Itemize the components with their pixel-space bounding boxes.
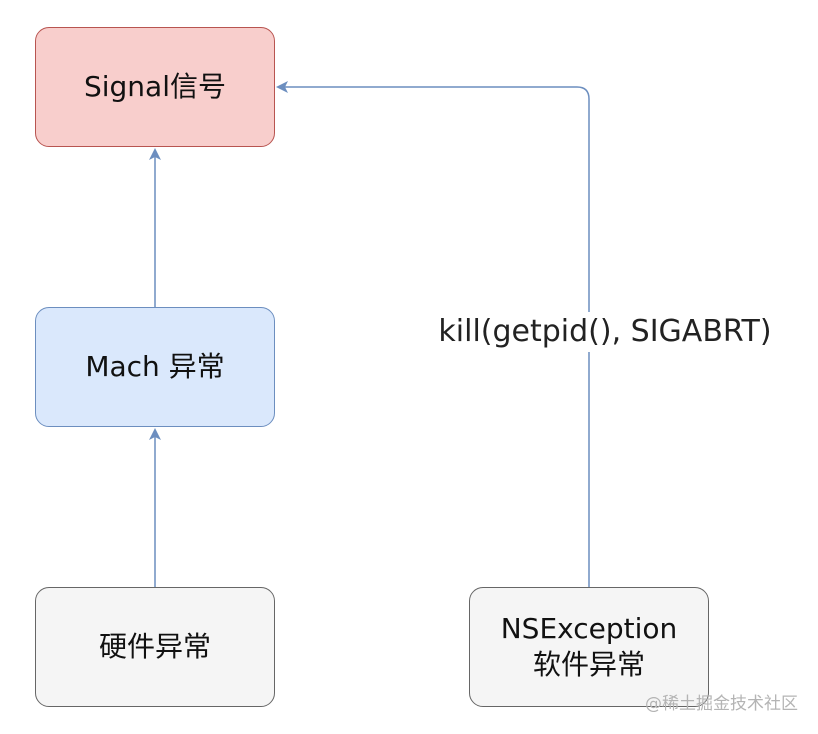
nsexception-node-subtitle: 软件异常 (532, 648, 645, 681)
signal-node: Signal信号 (35, 27, 275, 147)
kill-edge-label: kill(getpid(), SIGABRT) (400, 312, 810, 352)
watermark: @稀土掘金技术社区 (645, 694, 798, 714)
nsexception-node-title: NSException (500, 612, 678, 645)
edge-nsexception-to-signal (276, 81, 590, 587)
hardware-exception-node-label: 硬件异常 (98, 630, 211, 663)
signal-node-label: Signal信号 (83, 70, 226, 103)
mach-exception-node-label: Mach 异常 (85, 350, 225, 383)
hardware-exception-node: 硬件异常 (35, 587, 275, 707)
mach-exception-node: Mach 异常 (35, 307, 275, 427)
nsexception-node: NSException 软件异常 (469, 587, 709, 707)
